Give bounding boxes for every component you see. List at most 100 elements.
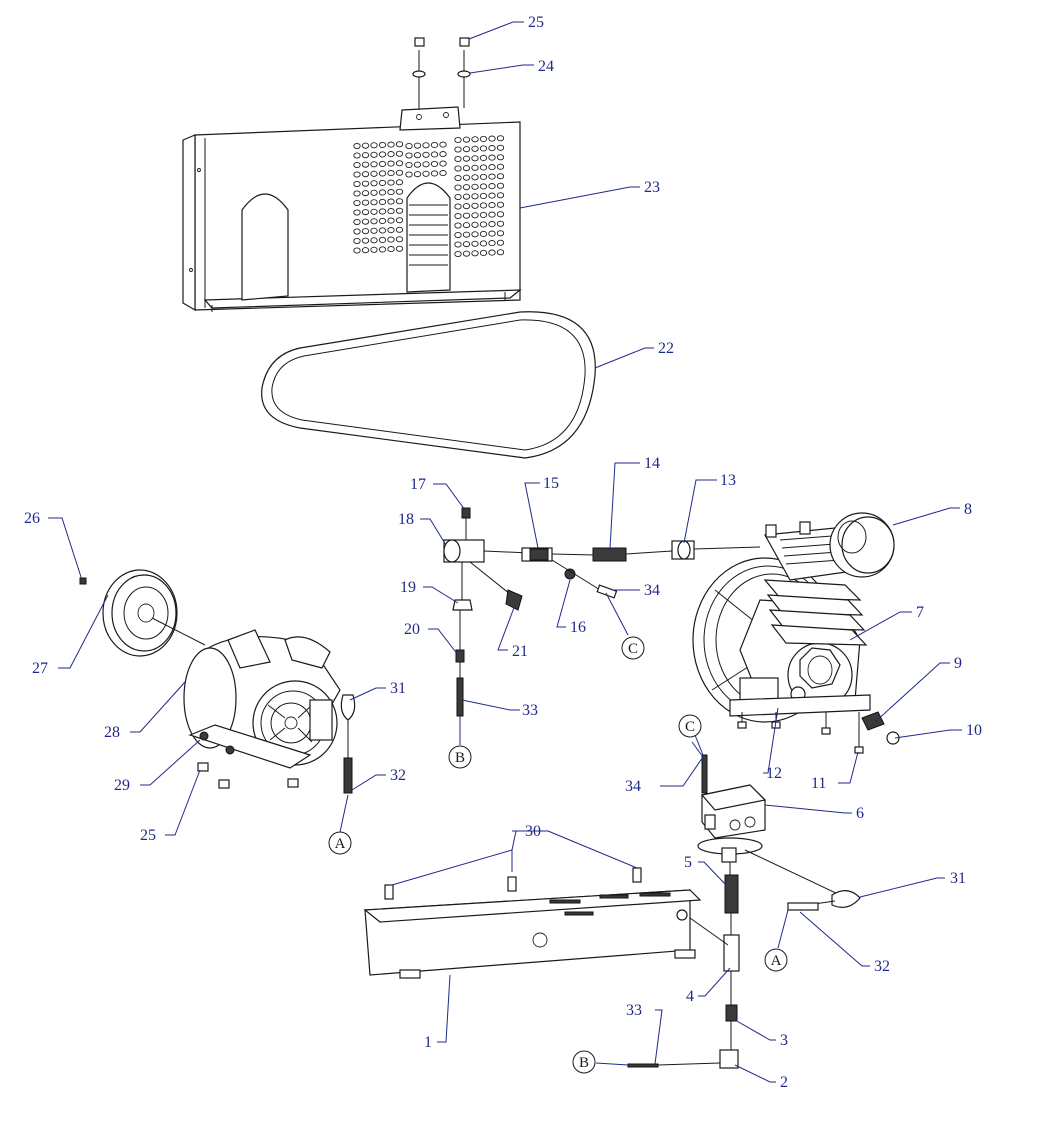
leader-lines	[48, 21, 962, 1083]
callout-25: 25	[140, 827, 156, 844]
callout-11: 11	[811, 775, 826, 792]
pump-fasteners	[737, 711, 900, 754]
callout-24: 24	[538, 58, 554, 75]
callout-23: 23	[644, 179, 660, 196]
vent-hole	[361, 190, 370, 197]
vent-hole	[378, 179, 387, 186]
vent-hole	[430, 151, 439, 158]
callout-2: 2	[780, 1074, 788, 1091]
callout-32: 32	[390, 767, 406, 784]
vent-hole	[361, 218, 370, 225]
vent-hole	[454, 184, 462, 191]
vent-hole	[370, 246, 378, 253]
vent-hole	[471, 250, 479, 257]
vent-hole	[378, 246, 387, 253]
vent-hole	[370, 218, 378, 225]
vent-hole	[387, 151, 395, 158]
ref-bubble-a: A	[764, 948, 788, 972]
vent-hole	[471, 136, 479, 143]
vent-hole	[488, 164, 496, 171]
vent-hole	[395, 188, 404, 195]
callout-29: 29	[114, 777, 130, 794]
vent-hole	[479, 173, 488, 180]
vent-hole	[462, 193, 471, 200]
vent-hole	[471, 164, 479, 171]
callout-4: 4	[686, 988, 694, 1005]
callout-1: 1	[424, 1034, 432, 1051]
vent-hole	[479, 183, 488, 190]
callout-14: 14	[644, 455, 660, 472]
callout-8: 8	[964, 501, 972, 518]
vent-hole	[454, 222, 462, 229]
tank-fittings	[627, 874, 740, 1069]
callout-33: 33	[626, 1002, 642, 1019]
vent-hole	[395, 217, 404, 224]
compressor-pump	[692, 512, 895, 723]
vent-hole	[395, 169, 404, 176]
vent-hole	[462, 212, 471, 219]
vent-hole	[496, 173, 505, 180]
vent-hole	[462, 241, 471, 248]
vent-hole	[496, 211, 505, 218]
discharge-line	[521, 540, 761, 599]
vent-hole	[353, 199, 361, 207]
belt-guard	[182, 106, 522, 312]
vent-hole	[353, 247, 361, 254]
vent-hole	[454, 136, 462, 144]
callout-31: 31	[390, 680, 406, 697]
vent-hole	[479, 145, 488, 152]
vent-hole	[454, 146, 462, 153]
vent-hole	[479, 240, 488, 247]
vent-hole	[422, 161, 430, 168]
vent-hole	[454, 193, 462, 201]
vent-hole	[370, 161, 378, 168]
vent-hole	[496, 220, 505, 227]
vent-hole	[430, 160, 439, 167]
vent-hole	[496, 163, 505, 170]
vent-hole	[370, 170, 378, 177]
vent-hole	[361, 247, 370, 254]
vent-hole	[370, 180, 378, 187]
vent-hole	[488, 211, 496, 218]
vent-hole	[462, 203, 471, 210]
vent-hole	[395, 160, 404, 167]
vent-hole	[488, 240, 496, 247]
vent-hole	[496, 249, 505, 256]
vent-hole	[387, 208, 395, 215]
guard-fasteners	[412, 37, 471, 110]
vent-hole	[405, 161, 413, 169]
callout-21: 21	[512, 643, 528, 660]
vent-hole	[488, 230, 496, 237]
callout-17: 17	[410, 476, 426, 493]
vent-hole	[353, 237, 361, 245]
vent-hole	[378, 189, 387, 196]
vent-hole	[370, 208, 378, 215]
vent-hole	[387, 179, 395, 186]
vent-hole	[454, 174, 462, 182]
vent-hole	[370, 237, 378, 244]
callout-6: 6	[856, 805, 864, 822]
vent-hole	[353, 171, 361, 178]
vent-hole	[462, 222, 471, 229]
vent-hole	[395, 150, 404, 157]
vent-hole	[471, 231, 479, 238]
vent-hole	[462, 165, 471, 172]
callout-27: 27	[32, 660, 48, 677]
callout-5: 5	[684, 854, 692, 871]
vent-holes	[353, 135, 505, 258]
svg-text:B: B	[455, 750, 465, 766]
pressure-switch	[697, 754, 841, 896]
callout-19: 19	[400, 579, 416, 596]
vent-hole	[430, 141, 439, 148]
callout-12: 12	[766, 765, 782, 782]
vent-hole	[488, 192, 496, 199]
vent-hole	[361, 209, 370, 216]
vent-hole	[353, 152, 361, 159]
vent-hole	[439, 160, 447, 167]
vent-hole	[488, 135, 496, 142]
vent-hole	[405, 171, 413, 178]
vent-hole	[462, 155, 471, 162]
mounting-base	[363, 867, 729, 979]
vent-hole	[496, 154, 505, 161]
